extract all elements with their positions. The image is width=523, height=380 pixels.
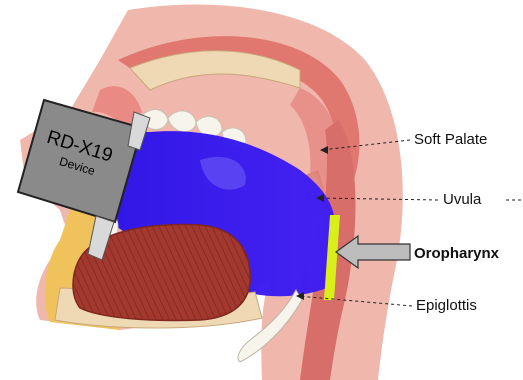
label-epiglottis: Epiglottis — [416, 298, 477, 313]
label-uvula: Uvula — [443, 192, 481, 207]
label-oropharynx: Oropharynx — [414, 246, 499, 261]
label-soft-palate: Soft Palate — [414, 132, 487, 147]
